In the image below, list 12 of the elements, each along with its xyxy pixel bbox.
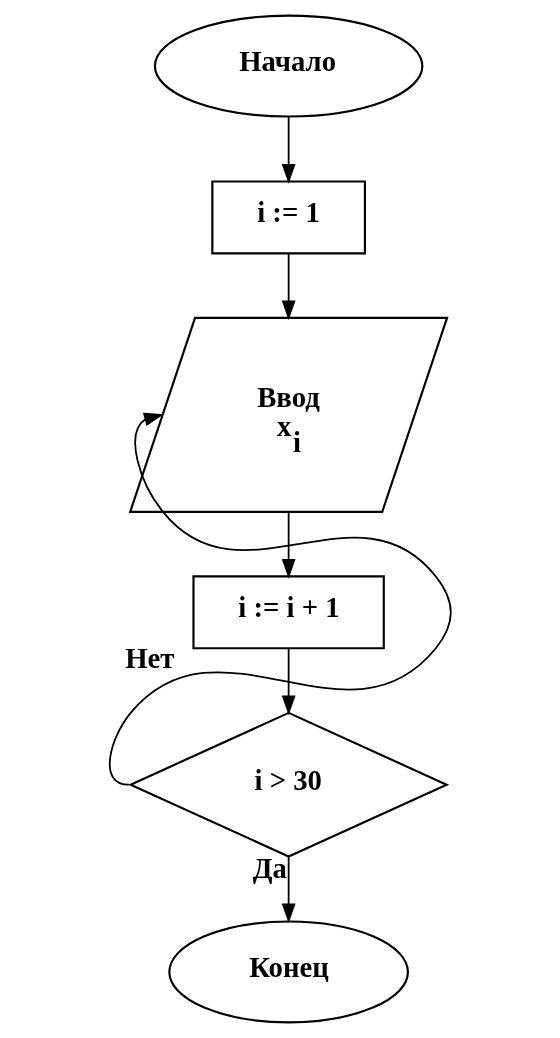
arrow — [281, 511, 296, 579]
arrow — [281, 856, 296, 924]
node-diamond: i > 30 — [128, 711, 450, 858]
arrow — [281, 252, 296, 321]
arrow — [281, 116, 296, 184]
node-box: i := i + 1 — [192, 575, 385, 650]
node-ellipse: Конец — [168, 920, 409, 1024]
node-ellipse: Начало — [153, 14, 424, 118]
edge-label: Нет — [125, 642, 175, 675]
node-box: i := 1 — [211, 180, 366, 255]
arrow — [108, 412, 452, 786]
arrow — [281, 647, 296, 716]
